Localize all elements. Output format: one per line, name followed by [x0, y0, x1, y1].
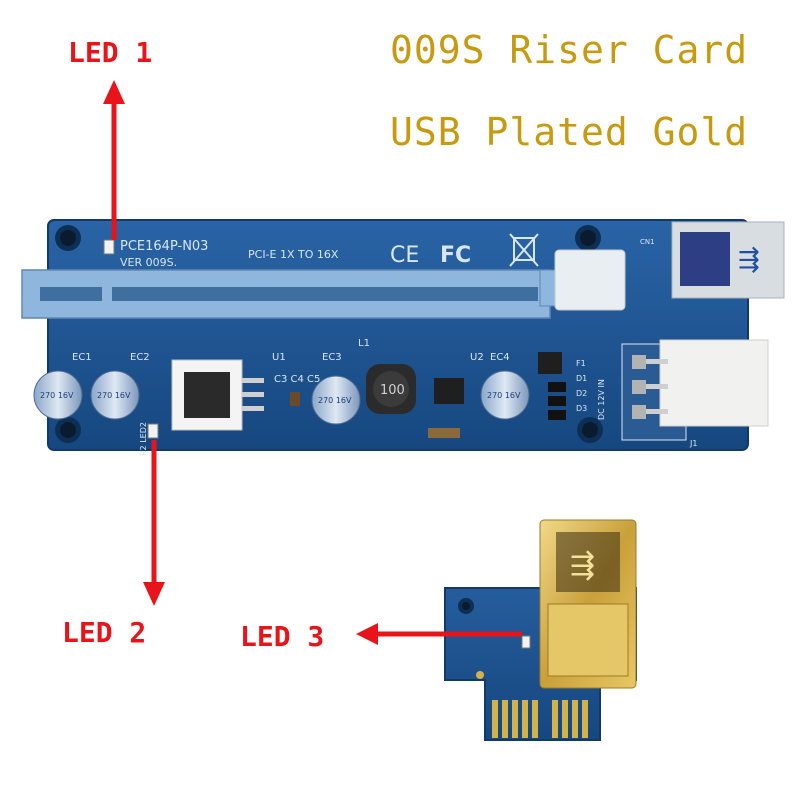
- capacitor-ec1: 270 16V: [33, 370, 83, 420]
- svg-text:F1: F1: [576, 359, 586, 368]
- riser-board: PCE164P-N03 VER 009S. PCI-E 1X TO 16X CE…: [21, 219, 785, 456]
- svg-text:D3: D3: [576, 404, 587, 413]
- pcie-x1-gold-fingers: [492, 700, 588, 738]
- product-subtitle: USB Plated Gold: [390, 110, 749, 154]
- usb-port-gold: ⇶: [539, 519, 637, 689]
- callout-arrows: [103, 80, 522, 645]
- led1-label: LED 1: [68, 36, 153, 69]
- pcie-x16-slot: [21, 249, 626, 319]
- svg-text:270 16V: 270 16V: [97, 391, 131, 400]
- fc-mark: FC: [440, 243, 471, 268]
- product-title: 009S Riser Card: [390, 28, 749, 72]
- inductor: 100: [366, 364, 416, 414]
- svg-text:270 16V: 270 16V: [487, 391, 521, 400]
- ic-chip: [434, 378, 464, 404]
- svg-text:270 16V: 270 16V: [40, 391, 74, 400]
- pcie-label: PCI-E 1X TO 16X: [248, 248, 339, 261]
- capacitor-ec4: 270 16V: [480, 370, 530, 420]
- capacitor-ec3: 270 16V: [311, 375, 361, 425]
- svg-text:270 16V: 270 16V: [318, 396, 352, 405]
- capacitor-ec2: 270 16V: [90, 370, 140, 420]
- j1-label: J1: [689, 439, 697, 448]
- led3-component: [521, 635, 531, 649]
- ec4-label: EC4: [490, 352, 510, 363]
- ic-chip: [538, 352, 562, 374]
- usb-adapter-board: ⇶: [444, 519, 637, 741]
- svg-text:D2: D2: [576, 389, 587, 398]
- u2-label: U2: [470, 352, 484, 363]
- ce-mark: CE: [390, 243, 419, 268]
- svg-text:100: 100: [380, 383, 405, 398]
- voltage-regulator: [171, 359, 264, 431]
- weee-bin-icon: [509, 233, 539, 267]
- svg-text:D1: D1: [576, 374, 587, 383]
- ec1-label: EC1: [72, 352, 92, 363]
- ec2-label: EC2: [130, 352, 150, 363]
- power-label: DC 12V IN: [597, 379, 606, 420]
- led2-label: LED 2: [62, 616, 147, 649]
- l1-label: L1: [358, 338, 370, 349]
- caps-label: C3 C4 C5: [274, 374, 320, 385]
- board-model-label: PCE164P-N03: [120, 239, 208, 254]
- power-connector: [621, 339, 769, 441]
- cn1-label: CN1: [640, 238, 655, 246]
- led2-component: [147, 423, 159, 439]
- ec3-label: EC3: [322, 352, 342, 363]
- u1-label: U1: [272, 352, 286, 363]
- led2-silk-label: R2 LED2: [139, 422, 148, 456]
- board-version-label: VER 009S.: [120, 256, 177, 269]
- led1-component: [103, 239, 115, 255]
- usb-icon: ⇶: [738, 245, 760, 275]
- led3-label: LED 3: [240, 620, 325, 653]
- usb-icon: ⇶: [570, 548, 595, 583]
- usb-port-main: ⇶: [671, 221, 785, 299]
